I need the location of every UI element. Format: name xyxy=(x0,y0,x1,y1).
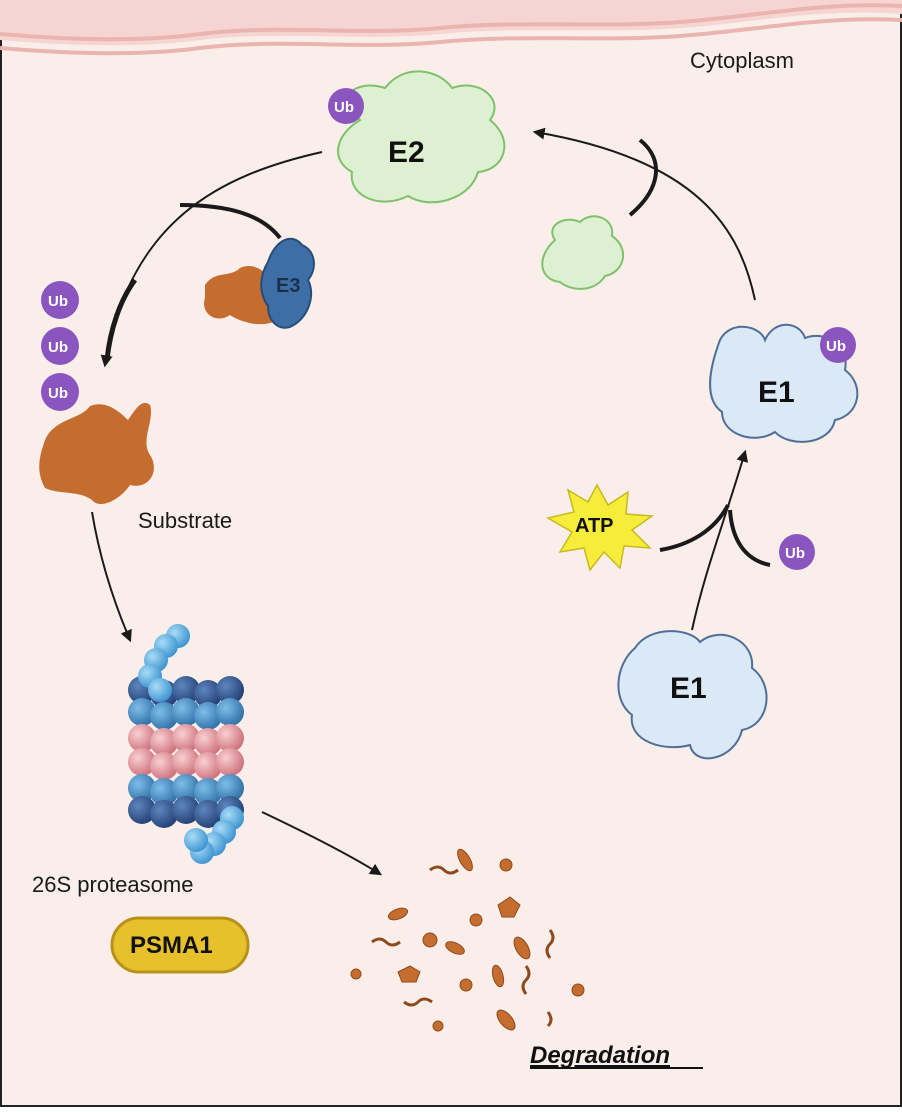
cell-membrane xyxy=(0,0,902,56)
proteasome-subunit xyxy=(150,778,178,806)
proteasome-subunit xyxy=(128,698,156,726)
atp-label: ATP xyxy=(575,515,614,537)
e1-top-label: E1 xyxy=(758,376,795,409)
e1-enzyme-charged: E1 xyxy=(709,323,859,443)
arrow-proteasome-to-degradation xyxy=(261,811,383,876)
arrow-substrate-to-proteasome xyxy=(91,511,132,643)
proteasome-subunit xyxy=(172,774,200,802)
free-e2-enzyme xyxy=(541,215,625,290)
arrow-ub-join xyxy=(728,509,771,567)
arrow-e3-join xyxy=(179,203,282,240)
proteasome-subunit xyxy=(216,724,244,752)
ub-bead xyxy=(41,327,79,365)
ub-chain: Ub Ub Ub xyxy=(41,281,79,411)
e2-label: E2 xyxy=(388,136,425,169)
atp-burst: ATP xyxy=(545,483,655,572)
peptide-fragments xyxy=(350,848,585,1032)
proteasome-subunit xyxy=(128,796,156,824)
proteasome-subunit xyxy=(216,774,244,802)
proteasome-26s xyxy=(128,624,244,864)
proteasome-subunit xyxy=(216,698,244,726)
proteasome-subunit xyxy=(172,724,200,752)
arrow-e1-to-e2 xyxy=(532,127,756,301)
proteasome-subunit xyxy=(216,748,244,776)
e3-complex: E3 xyxy=(204,237,315,329)
proteasome-subunit xyxy=(172,796,200,824)
ub-on-e1: Ub xyxy=(820,327,856,363)
e2-enzyme: E2 xyxy=(337,70,506,204)
e1-bottom-label: E1 xyxy=(670,672,707,705)
proteasome-subunit xyxy=(172,676,200,704)
substrate-label: Substrate xyxy=(138,508,232,533)
cytoplasm-label: Cytoplasm xyxy=(690,48,794,73)
ub-label: Ub xyxy=(826,338,846,355)
arrow-atp-join xyxy=(659,504,730,552)
proteasome-subunit xyxy=(194,702,222,730)
ub-label: Ub xyxy=(785,545,805,562)
proteasome-subunit xyxy=(194,800,222,828)
degradation-label: Degradation xyxy=(530,1042,670,1069)
proteasome-subunit xyxy=(150,752,178,780)
proteasome-subunit xyxy=(216,676,244,704)
proteasome-cap-subunit xyxy=(148,678,172,702)
substrate-protein xyxy=(39,402,154,505)
proteasome-subunit xyxy=(128,774,156,802)
proteasome-label: 26S proteasome xyxy=(32,872,193,897)
psma1-label: PSMA1 xyxy=(130,932,213,959)
ub-on-e2: Ub xyxy=(328,88,364,124)
proteasome-subunit xyxy=(194,728,222,756)
psma1-badge: PSMA1 xyxy=(110,916,250,974)
cycle-arrows xyxy=(91,127,771,876)
proteasome-subunit xyxy=(194,680,222,708)
free-ub: Ub xyxy=(779,534,815,570)
proteasome-cap-subunit xyxy=(184,828,208,852)
ub-label: Ub xyxy=(48,293,68,310)
ub-bead xyxy=(41,373,79,411)
ub-label: Ub xyxy=(334,99,354,116)
proteasome-subunit xyxy=(150,800,178,828)
proteasome-subunit xyxy=(150,702,178,730)
ub-bead xyxy=(41,281,79,319)
ub-label: Ub xyxy=(48,385,68,402)
arrow-e1-activation xyxy=(691,449,749,631)
arrow-e2-release xyxy=(628,138,658,217)
e3-label: E3 xyxy=(276,275,300,297)
proteasome-subunit xyxy=(128,748,156,776)
proteasome-subunit xyxy=(150,728,178,756)
proteasome-subunit xyxy=(172,748,200,776)
proteasome-subunit xyxy=(172,698,200,726)
proteasome-subunit xyxy=(194,778,222,806)
proteasome-subunit xyxy=(194,752,222,780)
ub-label: Ub xyxy=(48,339,68,356)
proteasome-subunit xyxy=(128,724,156,752)
e1-enzyme-free: E1 xyxy=(617,630,768,760)
